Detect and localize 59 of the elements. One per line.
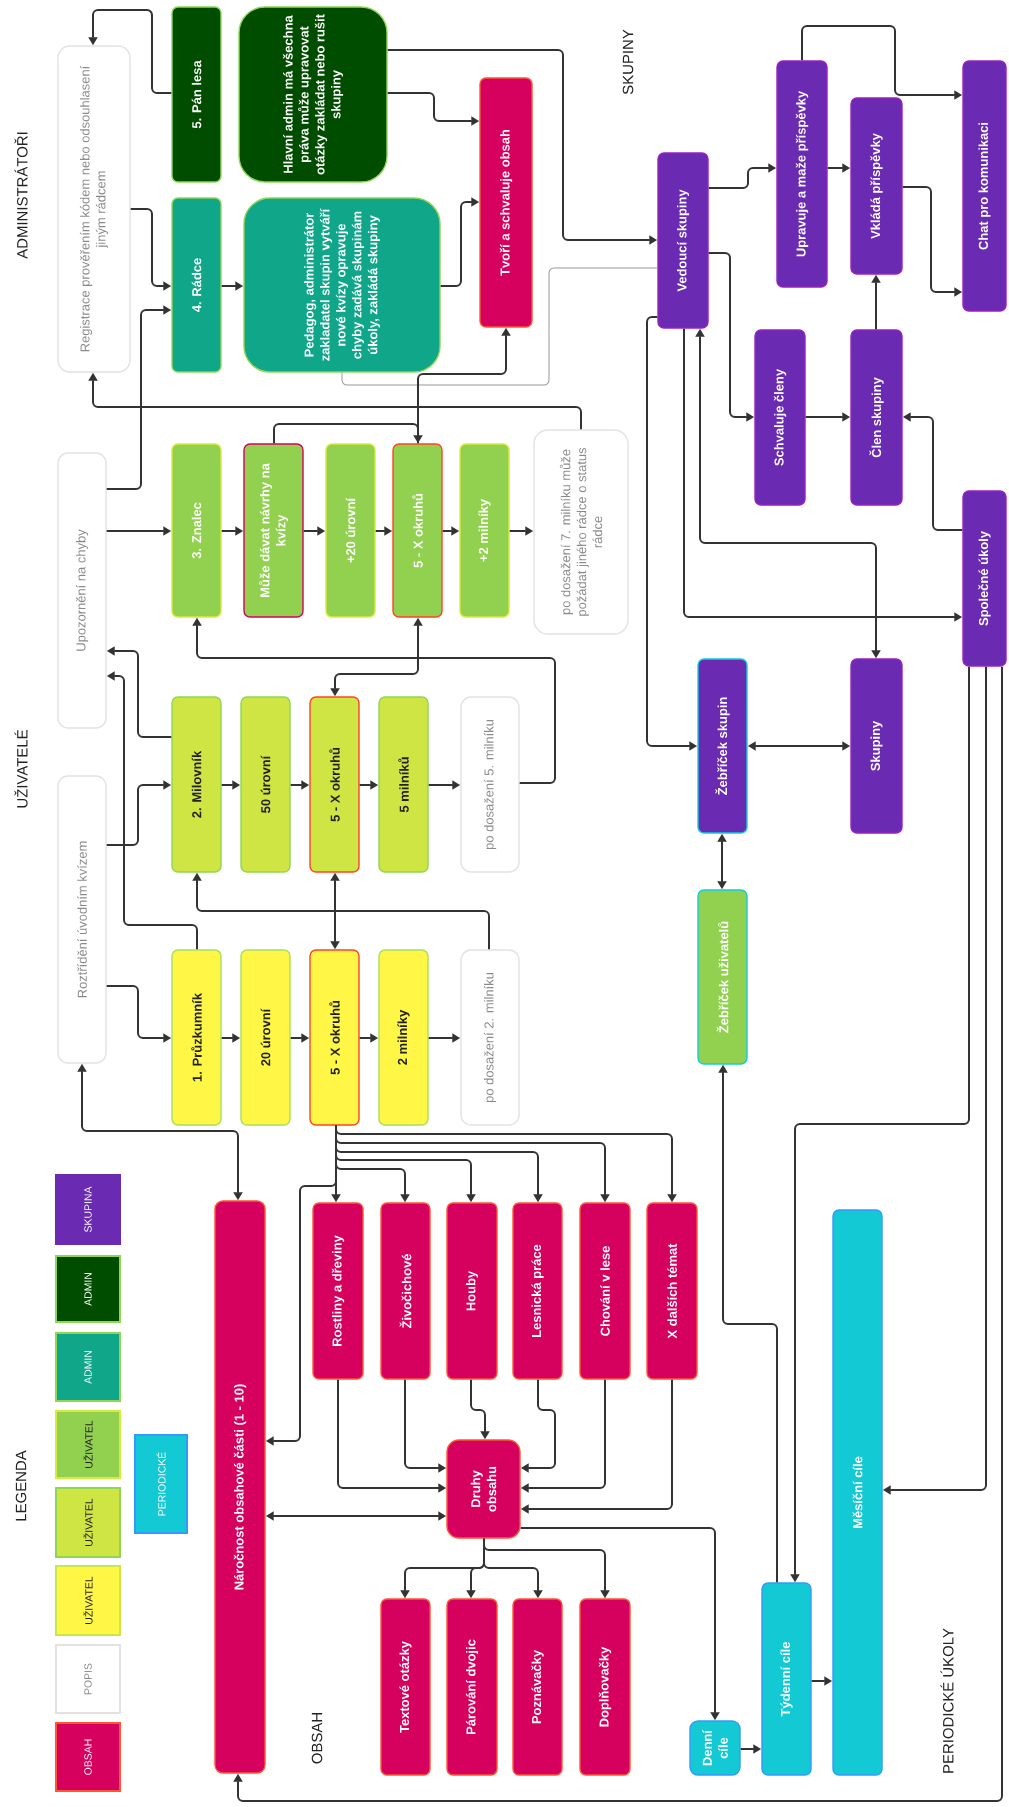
process-box: 5 - X okruhů: [309, 949, 360, 1126]
process-box: Týdenní cíle: [761, 1582, 812, 1776]
process-box: Hlavní admin má všechna práva může upravovat otázky zakládat nebo rušit skupiny: [238, 6, 388, 183]
process-box: Pedagog, administrátor zakladatel skupin vytváří nové kvízy opravuje chyby zadává skupinám úkoly, zakládá skupiny: [243, 197, 441, 373]
process-box: Textové otázky: [380, 1598, 431, 1776]
process-box: Párování dvojic: [446, 1598, 498, 1776]
process-box: Rostliny a dřeviny: [312, 1202, 364, 1380]
note-box: po dosažení 5. milníku: [460, 696, 520, 873]
process-box: Druhy obsahu: [446, 1439, 521, 1539]
arrow: [233, 665, 1003, 1802]
process-box: 3. Znalec: [171, 443, 222, 618]
section-heading: SKUPINY: [622, 29, 634, 95]
section-heading: UŽIVATELÉ: [14, 730, 28, 808]
process-box: Upravuje a maže příspěvky: [776, 60, 828, 288]
process-box: 5 milníků: [378, 696, 429, 873]
process-box: 5. Pán lesa: [171, 6, 222, 183]
process-box: Živočichové: [380, 1202, 431, 1380]
process-box: Může dávat návrhy na kvízy: [243, 443, 304, 618]
process-box: Žebříček skupin: [697, 658, 748, 834]
note-box: Registrace prověřením kódem nebo odsouhlasení jiným rádcem: [57, 45, 131, 373]
section-heading: ADMINISTRÁTOŘI: [14, 132, 28, 259]
process-box: Chat pro komunikaci: [962, 60, 1007, 312]
note-box: Roztřídění úvodním kvízem: [57, 775, 107, 1064]
process-box: +2 milníky: [459, 443, 510, 618]
section-heading: PERIODICKÉ ÚKOLY: [940, 1628, 954, 1773]
note-box: po dosažení 7. milníku může požádat jiného rádce o status rádce: [533, 429, 629, 635]
note-box: Upozornění na chyby: [57, 452, 107, 729]
process-box: Lesnická práce: [512, 1202, 563, 1380]
process-box: Žebříček uživatelů: [697, 889, 748, 1065]
process-box: 1. Průzkumník: [171, 949, 222, 1126]
process-box: Poznávačky: [512, 1598, 563, 1776]
process-box: 5 - X okruhů: [392, 443, 443, 618]
process-box: Houby: [446, 1202, 498, 1380]
process-box: 2. Milovník: [171, 696, 222, 873]
process-box: Tvoří a schvaluje obsah: [479, 77, 533, 328]
process-box: Denní cíle: [689, 1720, 741, 1776]
note-box: po dosažení 2. milníku: [460, 949, 520, 1126]
process-box: Skupiny: [850, 658, 903, 834]
process-box: 5 - X okruhů: [309, 696, 360, 873]
section-heading: LEGENDA: [15, 1450, 27, 1521]
process-box: X dalších témat: [646, 1202, 698, 1380]
process-box: 4. Rádce: [171, 197, 222, 373]
legend-sample-box: POPIS: [55, 1644, 121, 1714]
process-box: 20 úrovní: [240, 949, 291, 1126]
process-box: Chování v lese: [579, 1202, 631, 1380]
process-box: Vedoucí skupiny: [657, 152, 709, 329]
process-box: 2 milníky: [378, 949, 429, 1126]
process-box: Měsíční cíle: [832, 1209, 883, 1776]
process-box: Člen skupiny: [850, 329, 903, 506]
process-box: Doplňovačky: [579, 1598, 631, 1776]
process-box: Náročnost obsahové části (1 - 10): [214, 1200, 266, 1774]
process-box: 50 úrovní: [240, 696, 291, 873]
process-box: Společné úkoly: [962, 490, 1007, 667]
process-box: +20 úrovní: [325, 443, 376, 618]
arrow: [273, 423, 423, 445]
process-box: Schvaluje členy: [754, 329, 806, 506]
process-box: Vkládá příspěvky: [850, 97, 903, 275]
connector-line: [341, 267, 658, 386]
section-heading: OBSAH: [311, 1713, 323, 1764]
